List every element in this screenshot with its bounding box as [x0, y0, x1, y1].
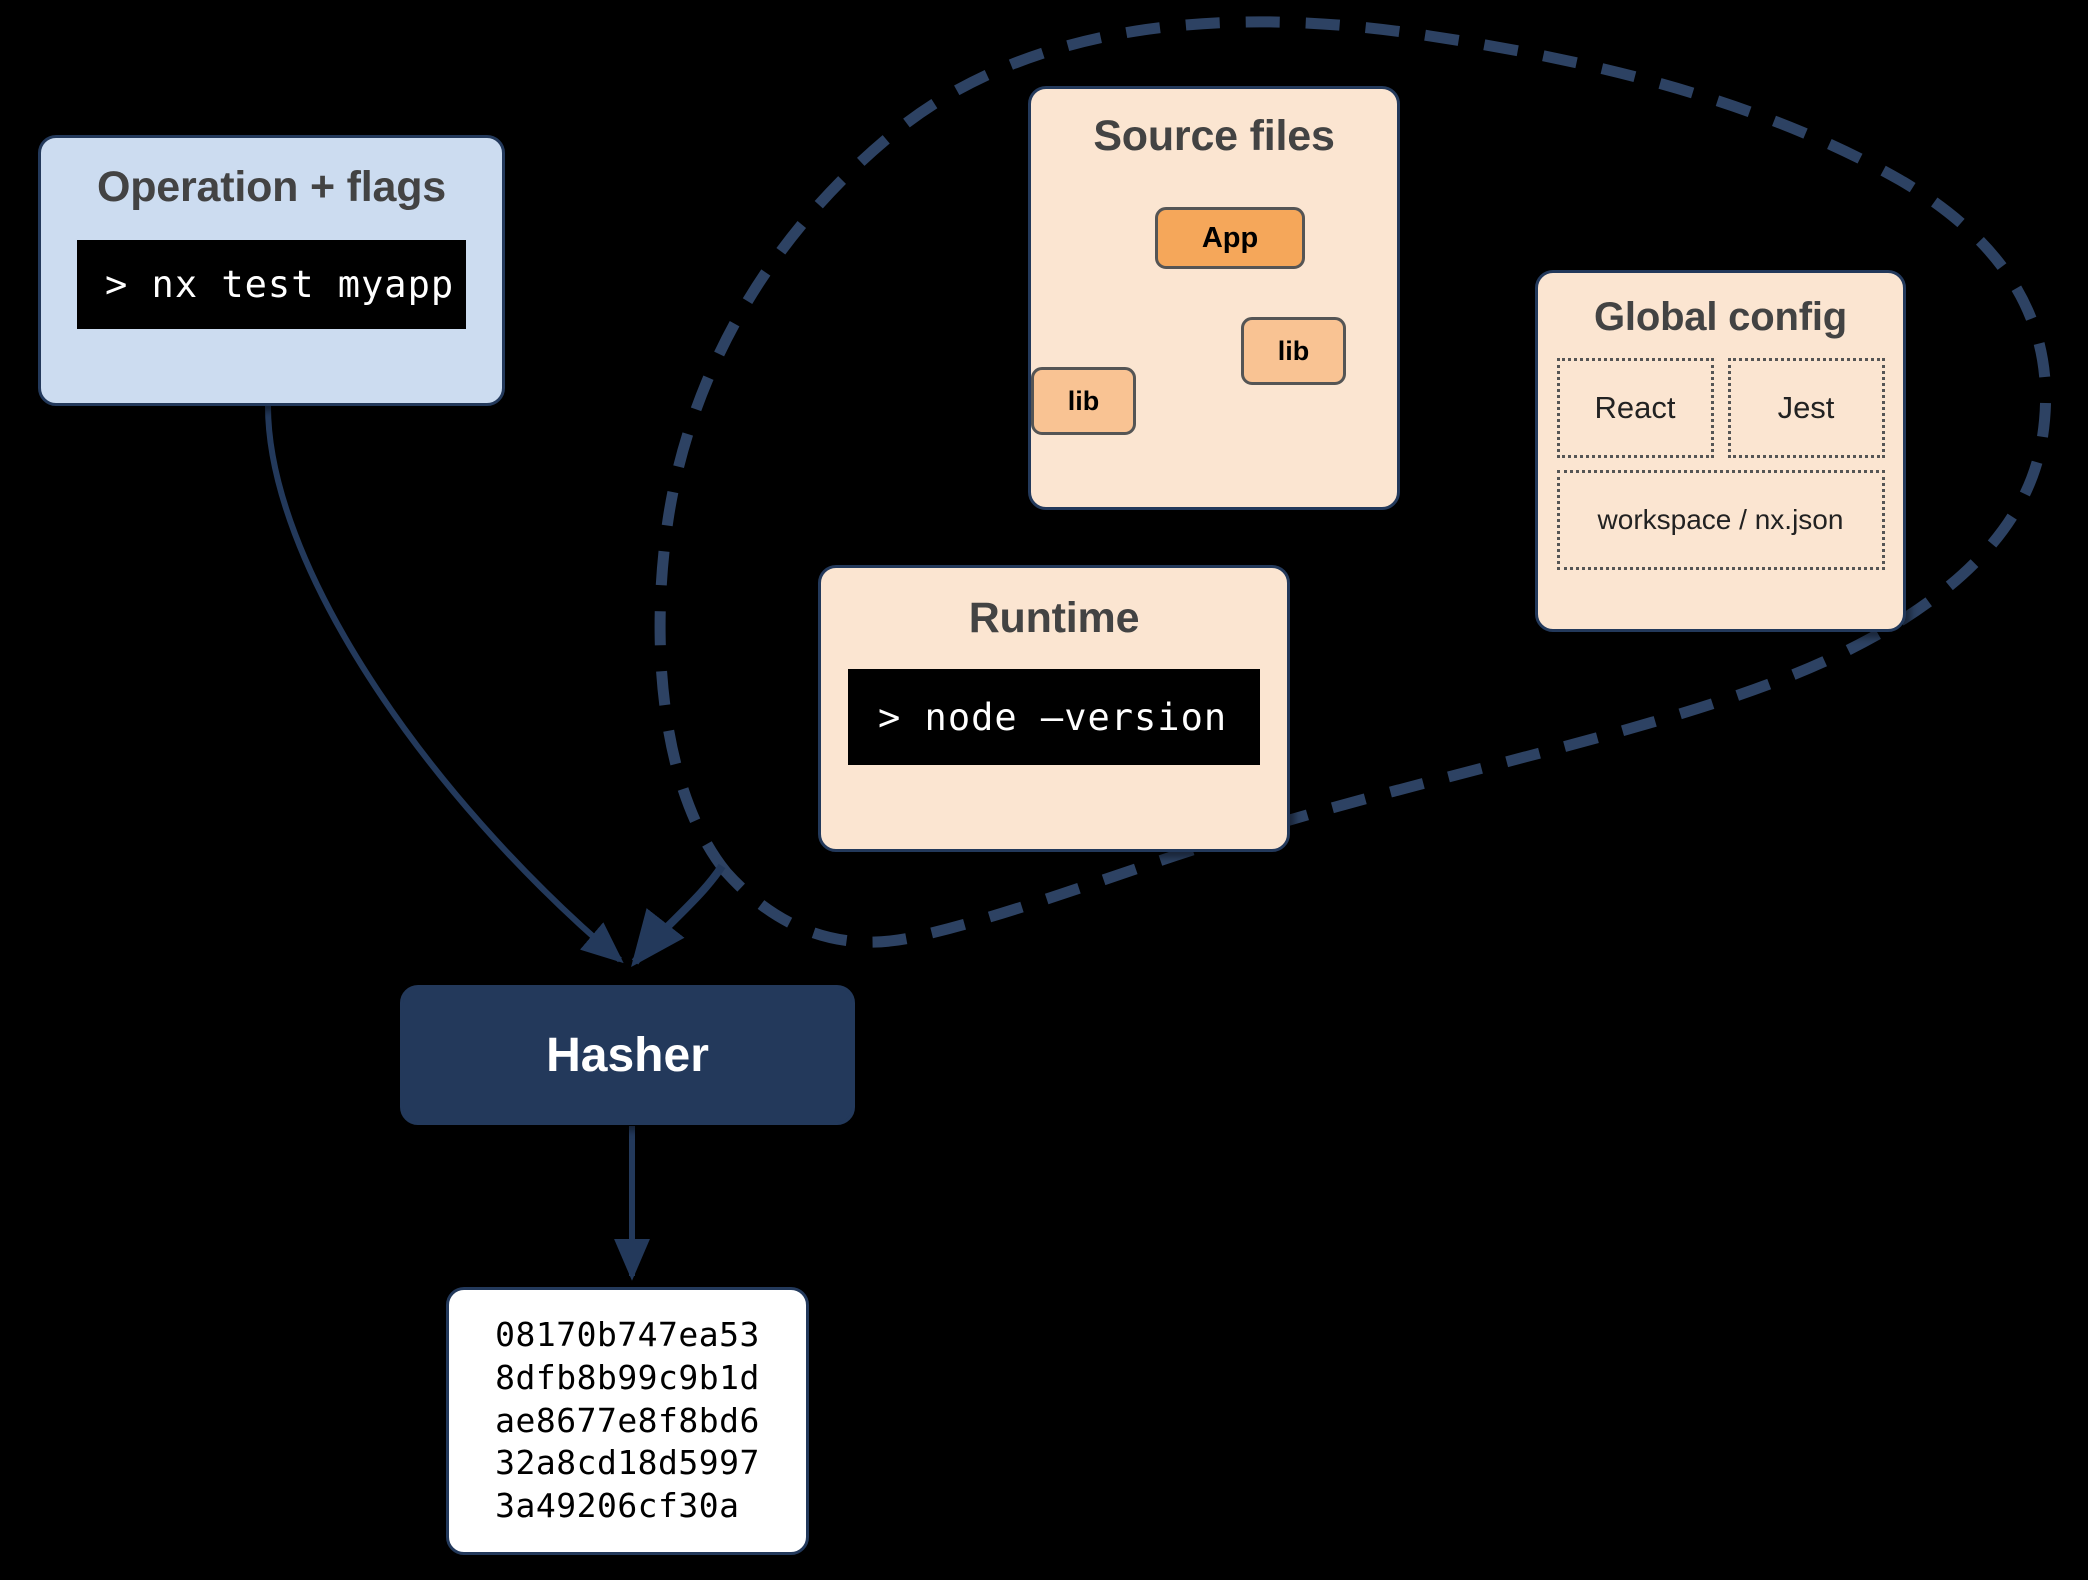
runtime-card: Runtime > node –version: [818, 565, 1290, 852]
source-files-title: Source files: [1093, 112, 1335, 160]
global-config-title: Global config: [1594, 295, 1847, 339]
dep-node-app: App: [1155, 207, 1305, 269]
dep-node-lib-left: lib: [1031, 367, 1136, 435]
config-cell-jest: Jest: [1727, 358, 1885, 458]
hash-line: ae8677e8f8bd6: [495, 1400, 760, 1440]
hash-line: 3a49206cf30a: [495, 1486, 740, 1526]
hash-line: 32a8cd18d5997: [495, 1443, 760, 1483]
source-files-card: Source files App lib lib: [1028, 86, 1400, 510]
operation-terminal: > nx test myapp: [77, 240, 466, 329]
hash-line: 08170b747ea53: [495, 1314, 760, 1354]
global-config-grid: React Jest workspace / nx.json: [1556, 358, 1885, 570]
edge-operation-to-hasher: [265, 405, 624, 964]
hasher-card: Hasher: [400, 985, 855, 1125]
global-config-row-1: React Jest: [1556, 358, 1885, 458]
dep-node-lib-right: lib: [1241, 317, 1346, 385]
hasher-label: Hasher: [546, 1028, 709, 1082]
config-cell-react: React: [1556, 358, 1714, 458]
config-cell-workspace: workspace / nx.json: [1556, 470, 1885, 570]
dependency-graph: App lib lib: [1031, 161, 1397, 507]
edge-group-to-hasher: [631, 863, 726, 968]
operation-title: Operation + flags: [96, 163, 447, 211]
runtime-title: Runtime: [968, 594, 1140, 642]
runtime-terminal: > node –version: [848, 669, 1260, 765]
global-config-card: Global config React Jest workspace / nx.…: [1535, 270, 1906, 632]
hash-line: 8dfb8b99c9b1d: [495, 1357, 760, 1397]
operation-flags-card: Operation + flags > nx test myapp: [38, 135, 505, 406]
global-config-row-2: workspace / nx.json: [1556, 470, 1885, 570]
